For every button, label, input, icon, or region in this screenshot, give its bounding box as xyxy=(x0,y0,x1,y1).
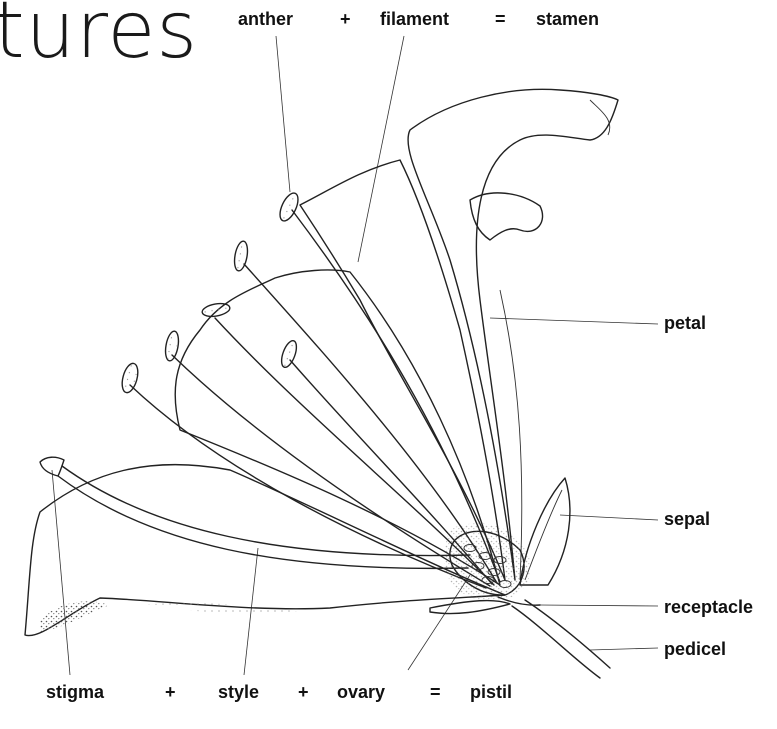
pistil-style xyxy=(40,457,470,568)
receptacle-and-pedicel xyxy=(430,597,610,678)
leader-lines xyxy=(52,36,658,675)
leader-pedicel xyxy=(590,648,658,650)
tall-petal xyxy=(408,89,618,580)
leader-sepal xyxy=(560,515,658,520)
leader-receptacle xyxy=(540,605,658,606)
anthers xyxy=(119,190,301,394)
leader-anther xyxy=(276,36,290,192)
filaments xyxy=(130,210,500,588)
petal-outlines xyxy=(25,89,618,635)
ovary xyxy=(444,523,531,601)
leader-petal xyxy=(490,318,658,324)
leader-filament xyxy=(358,36,404,262)
